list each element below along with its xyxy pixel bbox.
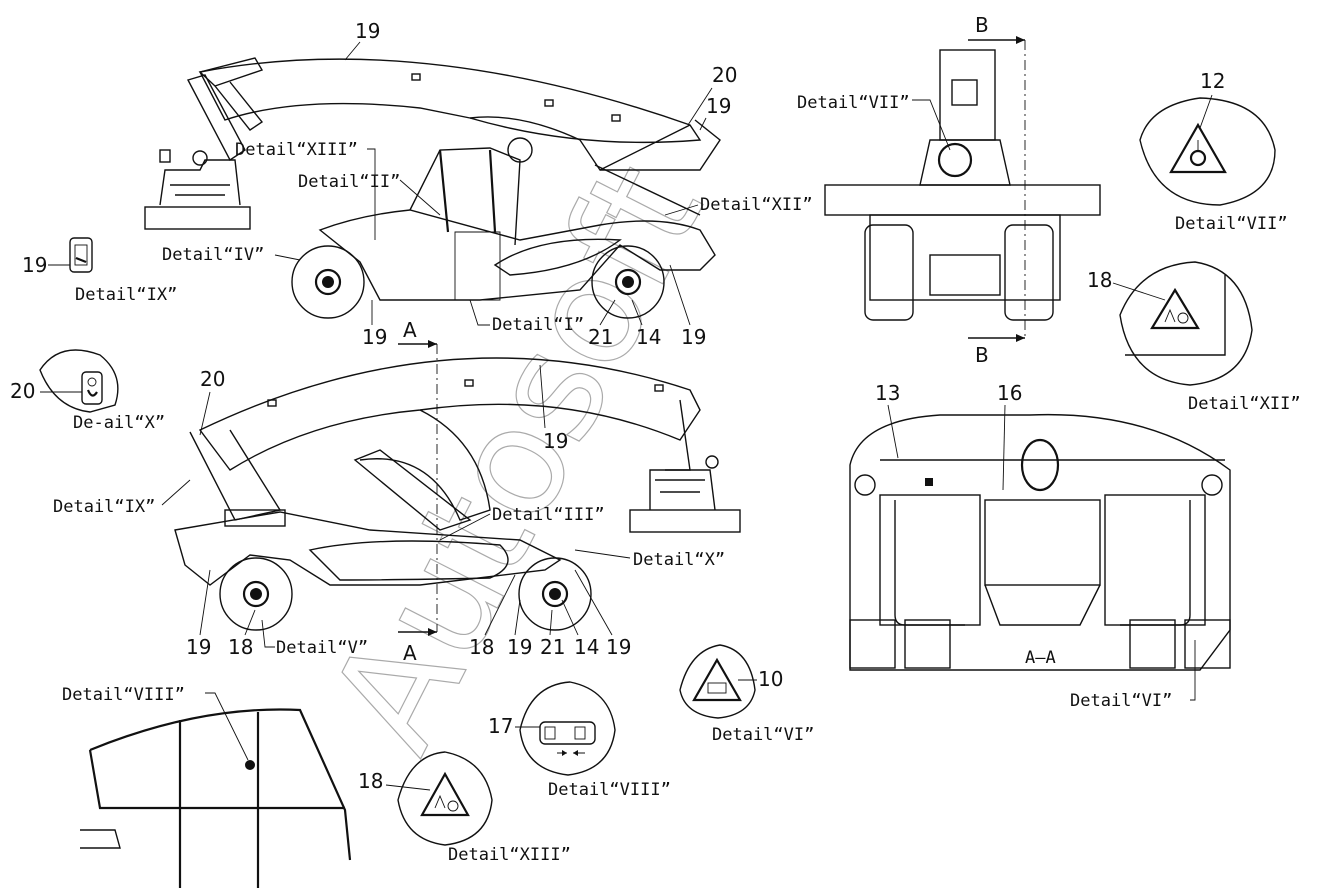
side-view-bottom: 20 19 19 18 18 19 21 14 19 Detail“IX” De… [53,357,741,659]
callout-bot-19c: 19 [507,635,532,659]
callout-top-19b: 19 [706,94,731,118]
section-a-top: A [403,318,417,342]
callout-bot-21: 21 [540,635,565,659]
callout-top-19a: 19 [355,19,380,43]
detail-xiii: 18 Detail“XIII” [358,751,571,865]
callout-bot-14: 14 [574,635,599,659]
detail-ix-callout: 19 [22,253,47,277]
detail-vii: 12 Detail“VII” [1139,69,1288,234]
detail-viii: 17 Detail“VIII” [488,681,671,800]
section-a-bottom: A [403,641,417,665]
detail-ref-ix-bottom: Detail“IX” [53,497,155,517]
detail-xii: 18 Detail“XII” [1087,261,1301,414]
detail-ref-vi-rear: Detail“VI” [1070,691,1172,711]
detail-ref-x-bottom: Detail“X” [633,550,725,570]
detail-x: 20 De‑ail“X” [10,349,165,433]
callout-bot-19a: 19 [543,429,568,453]
callout-top-20: 20 [712,63,737,87]
detail-xiii-label: Detail“XIII” [448,845,571,865]
rear-view: 13 16 A–A Detail“VI” [849,381,1231,711]
detail-xiii-callout: 18 [358,769,383,793]
detail-vii-label: Detail“VII” [1175,214,1288,234]
detail-viii-label: Detail“VIII” [548,780,671,800]
callout-top-14: 14 [636,325,661,349]
detail-ix: 19 Detail“IX” [22,237,177,305]
detail-xii-callout: 18 [1087,268,1112,292]
detail-ref-xiii-top: Detail“XIII” [235,140,358,160]
detail-ref-i: Detail“I” [492,315,584,335]
side-view-top: 19 20 19 19 19 21 14 Detail“XIII” Detail… [144,19,813,349]
section-line-a: A A [398,318,438,665]
callout-bot-20: 20 [200,367,225,391]
detail-viii-ref-label: Detail“VIII” [62,685,185,705]
callout-bot-19d: 19 [606,635,631,659]
callout-bot-18b: 18 [469,635,494,659]
front-view: B B Detail“VII” [797,13,1101,367]
detail-ix-label: Detail“IX” [75,285,177,305]
callout-top-21: 21 [588,325,613,349]
callout-rear-13: 13 [875,381,900,405]
detail-viii-cab-panel: Detail“VIII” [62,685,352,888]
detail-viii-callout: 17 [488,714,513,738]
detail-ref-xii: Detail“XII” [700,195,813,215]
callout-bot-19b: 19 [186,635,211,659]
section-b-bottom: B [975,343,989,367]
detail-vi-callout: 10 [758,667,783,691]
section-b-top: B [975,13,989,37]
detail-vii-callout: 12 [1200,69,1225,93]
detail-ref-ii: Detail“II” [298,172,400,192]
detail-ref-v: Detail“V” [276,638,368,658]
detail-vi-label: Detail“VI” [712,725,814,745]
detail-ref-vii-front: Detail“VII” [797,93,910,113]
callout-rear-16: 16 [997,381,1022,405]
callout-top-19c: 19 [362,325,387,349]
detail-vi: 10 Detail“VI” [679,644,814,745]
detail-x-label: De‑ail“X” [73,413,165,433]
section-label-aa: A–A [1025,648,1056,668]
detail-x-callout: 20 [10,379,35,403]
detail-ref-iii: Detail“III” [492,505,605,525]
detail-ref-iv: Detail“IV” [162,245,264,265]
detail-xii-label: Detail“XII” [1188,394,1301,414]
callout-bot-18a: 18 [228,635,253,659]
callout-top-19d: 19 [681,325,706,349]
